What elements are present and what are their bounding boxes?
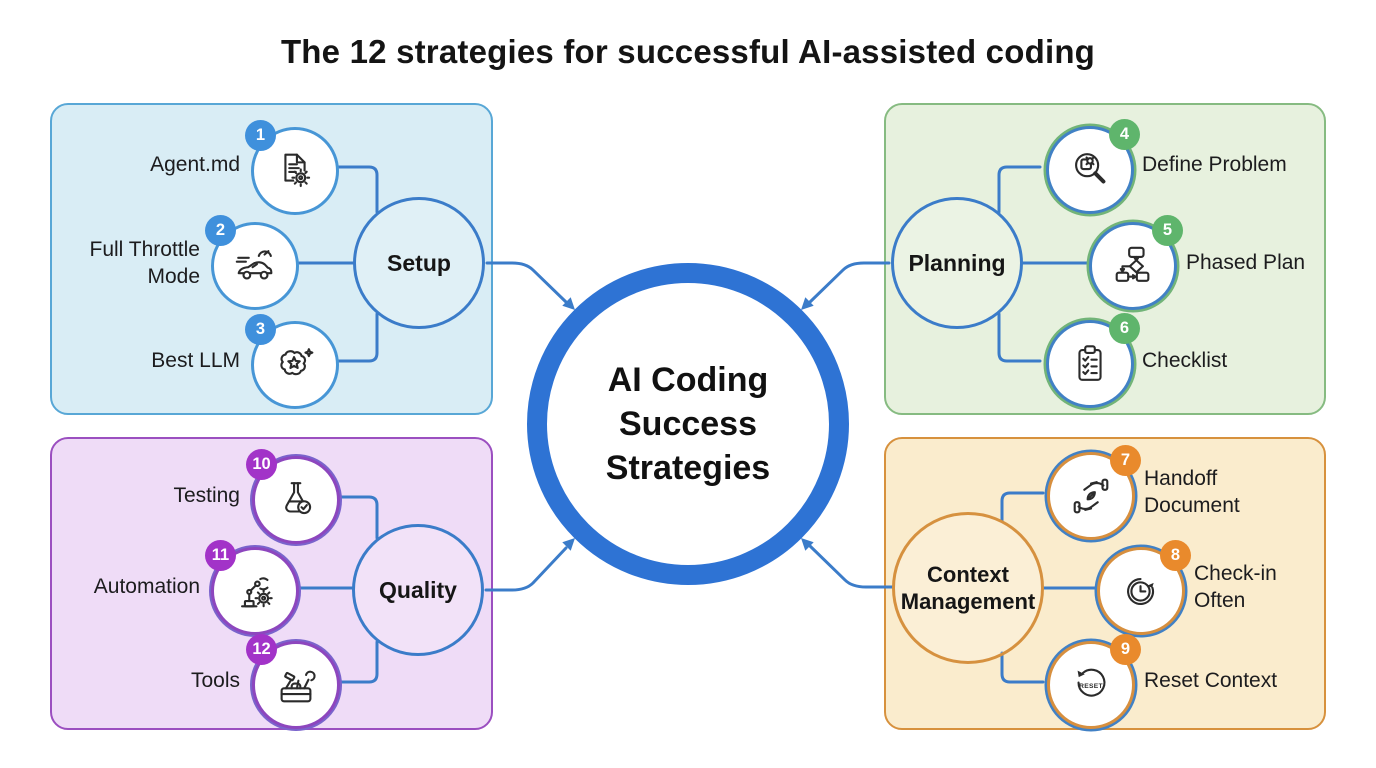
hub-planning: Planning (891, 197, 1023, 329)
item-circle-testing: 10 (246, 449, 340, 544)
center-line-2: Success (619, 404, 757, 443)
item-label-tools: Tools (190, 669, 240, 692)
step-badge-5: 5 (1152, 215, 1183, 246)
item-circle-full-throttle: 2 (205, 215, 299, 310)
step-badge-7: 7 (1110, 445, 1141, 476)
center-line-3: Strategies (605, 449, 771, 488)
flowchart-icon (1110, 243, 1156, 289)
item-label-best-llm: Best LLM (151, 349, 240, 372)
toolbox-icon (273, 662, 319, 708)
item-circle-tools: 12 (246, 634, 340, 729)
center-title: AI Coding Success Strategies (606, 358, 770, 491)
item-label-checklist: Checklist (1142, 349, 1228, 372)
center-circle: AI Coding Success Strategies (527, 263, 849, 585)
item-label-define-problem: Define Problem (1142, 153, 1287, 176)
item-label-phased-plan: Phased Plan (1186, 251, 1306, 274)
step-badge-3: 3 (245, 314, 276, 345)
handoff-hands-icon (1068, 473, 1114, 519)
item-label-full-throttle: Full Throttle Mode (89, 238, 201, 289)
item-label-automation: Automation (93, 575, 200, 598)
step-badge-10: 10 (246, 449, 277, 480)
item-circle-reset-context: 9 RESET (1047, 634, 1141, 729)
item-label-check-in-often: Check-in Often (1194, 562, 1277, 613)
step-badge-11: 11 (205, 540, 236, 571)
step-badge-6: 6 (1109, 313, 1140, 344)
magnifier-bug-icon (1067, 147, 1113, 193)
hub-planning-label: Planning (908, 249, 1006, 276)
hub-quality: Quality (352, 524, 484, 656)
document-gear-icon (272, 148, 318, 194)
item-label-handoff-document: Handoff Document (1144, 467, 1240, 518)
hub-setup-label: Setup (387, 249, 451, 276)
hub-quality-label: Quality (379, 576, 457, 603)
clipboard-checklist-icon (1067, 341, 1113, 387)
center-line-1: AI Coding (607, 360, 769, 399)
arrow-quality-to-center (484, 538, 575, 592)
clock-refresh-icon (1118, 568, 1164, 614)
item-circle-check-in-often: 8 (1097, 540, 1191, 635)
reset-arrow-icon: RESET (1068, 662, 1114, 708)
hub-setup: Setup (353, 197, 485, 329)
arrow-planning-to-center (801, 261, 891, 310)
arrow-context-to-center (801, 538, 894, 589)
item-circle-phased-plan: 5 (1089, 215, 1183, 310)
flask-check-icon (273, 477, 319, 523)
item-circle-define-problem: 4 (1046, 119, 1140, 214)
hub-context-management: Context Management (892, 512, 1044, 664)
arrow-setup-to-center (485, 261, 575, 310)
item-circle-automation: 11 (205, 540, 299, 635)
robot-arm-gear-icon (232, 568, 278, 614)
step-badge-8: 8 (1160, 540, 1191, 571)
step-badge-12: 12 (246, 634, 277, 665)
step-badge-9: 9 (1110, 634, 1141, 665)
step-badge-2: 2 (205, 215, 236, 246)
item-circle-handoff-document: 7 (1047, 445, 1141, 540)
item-circle-agent-md: 1 (245, 120, 339, 215)
race-car-speedometer-icon (232, 243, 278, 289)
item-label-testing: Testing (173, 484, 240, 507)
brain-star-icon (272, 342, 318, 388)
step-badge-4: 4 (1109, 119, 1140, 150)
page-title: The 12 strategies for successful AI-assi… (280, 33, 1096, 70)
item-label-reset-context: Reset Context (1144, 669, 1278, 692)
item-label-agent-md: Agent.md (150, 153, 240, 176)
item-circle-best-llm: 3 (245, 314, 339, 409)
hub-context-label: Context Management (900, 561, 1036, 615)
step-badge-1: 1 (245, 120, 276, 151)
item-circle-checklist: 6 (1046, 313, 1140, 408)
reset-icon-text: RESET (1079, 683, 1103, 690)
